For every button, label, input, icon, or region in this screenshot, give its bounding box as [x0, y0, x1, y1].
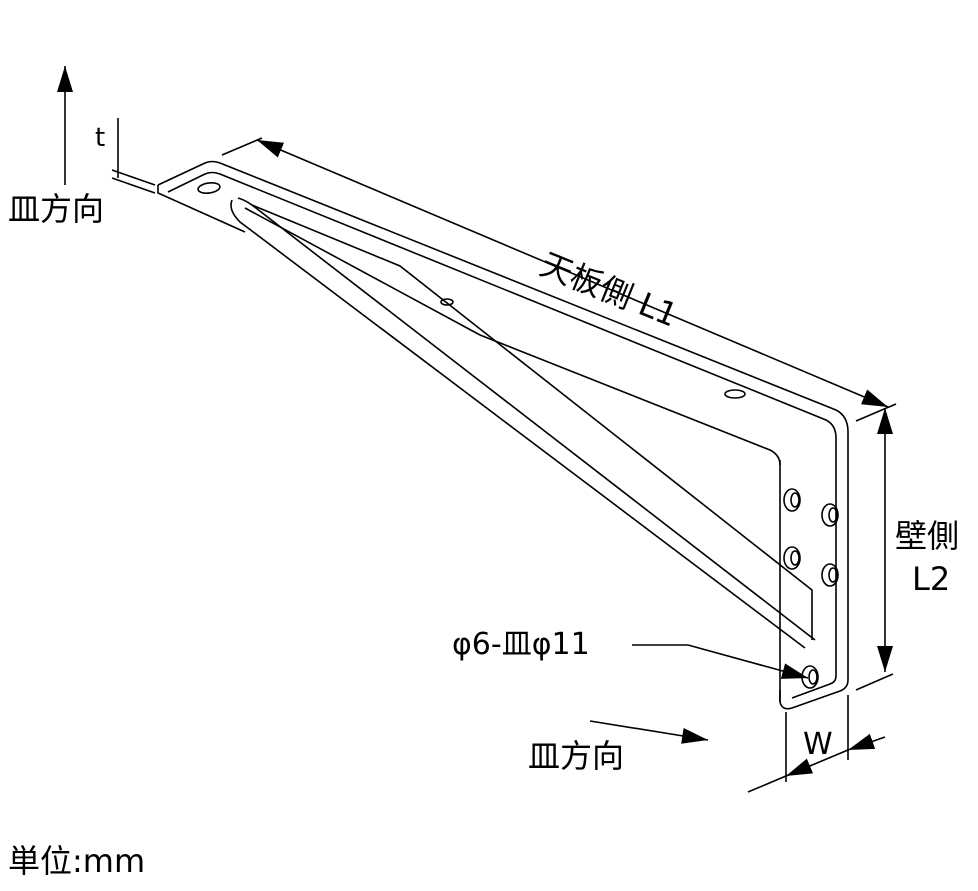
countersink-direction-arrow-right: [589, 720, 709, 744]
countersink-direction-bottom-label: 皿方向: [528, 737, 625, 775]
width-label: W: [803, 727, 833, 762]
dimension-l1: [221, 137, 897, 422]
unit-label: 単位:mm: [8, 842, 146, 880]
dimension-t: [111, 118, 156, 194]
dimension-w: [747, 695, 886, 793]
wall-plate: [479, 334, 781, 702]
hole-spec-label: φ6-皿φ11: [452, 627, 590, 662]
wall-side-label: 壁側: [895, 517, 960, 555]
screw-holes: [783, 488, 839, 689]
dimension-l2: [855, 408, 894, 691]
brace: [230, 197, 816, 649]
thickness-label: t: [95, 123, 106, 153]
wall-side-length-label: L2: [912, 560, 951, 598]
hole-leader: [632, 644, 809, 679]
countersink-direction-top-label: 皿方向: [8, 190, 105, 228]
